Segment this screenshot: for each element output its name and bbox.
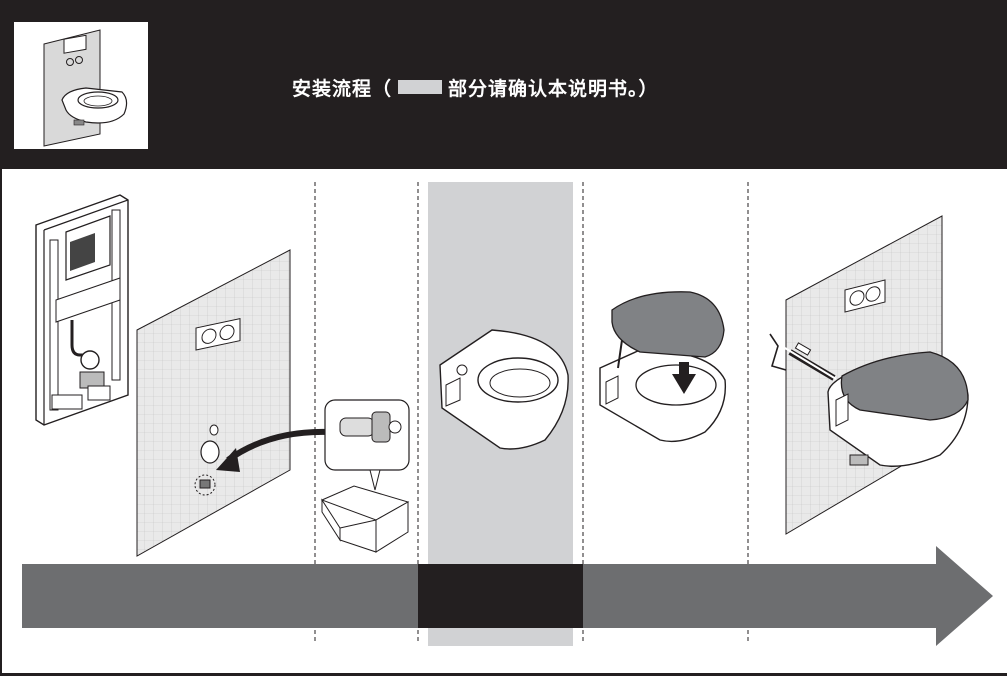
caulking-gun-icon	[769, 215, 969, 535]
header-title: 安装流程（ 部分请确认本说明书。）	[292, 72, 659, 102]
highlight-swatch	[398, 80, 443, 94]
title-prefix: 安装流程（	[292, 77, 393, 100]
header-banner: 安装流程（ 部分请确认本说明书。）	[0, 0, 1007, 169]
frame-bottom-edge	[0, 673, 1007, 676]
timeline-active-segment	[418, 564, 583, 628]
toilet-bowl-icon	[439, 329, 569, 450]
title-suffix: 部分请确认本说明书。）	[448, 77, 659, 100]
frame-left-edge	[0, 169, 2, 676]
toilet-seat-icon	[599, 291, 727, 443]
wall-frame-icon	[35, 194, 129, 426]
header-thumbnail	[14, 22, 148, 149]
wall-hung-toilet-thumbnail-icon	[43, 29, 128, 147]
process-timeline	[22, 546, 993, 646]
valve-fitting-icon	[136, 249, 410, 557]
